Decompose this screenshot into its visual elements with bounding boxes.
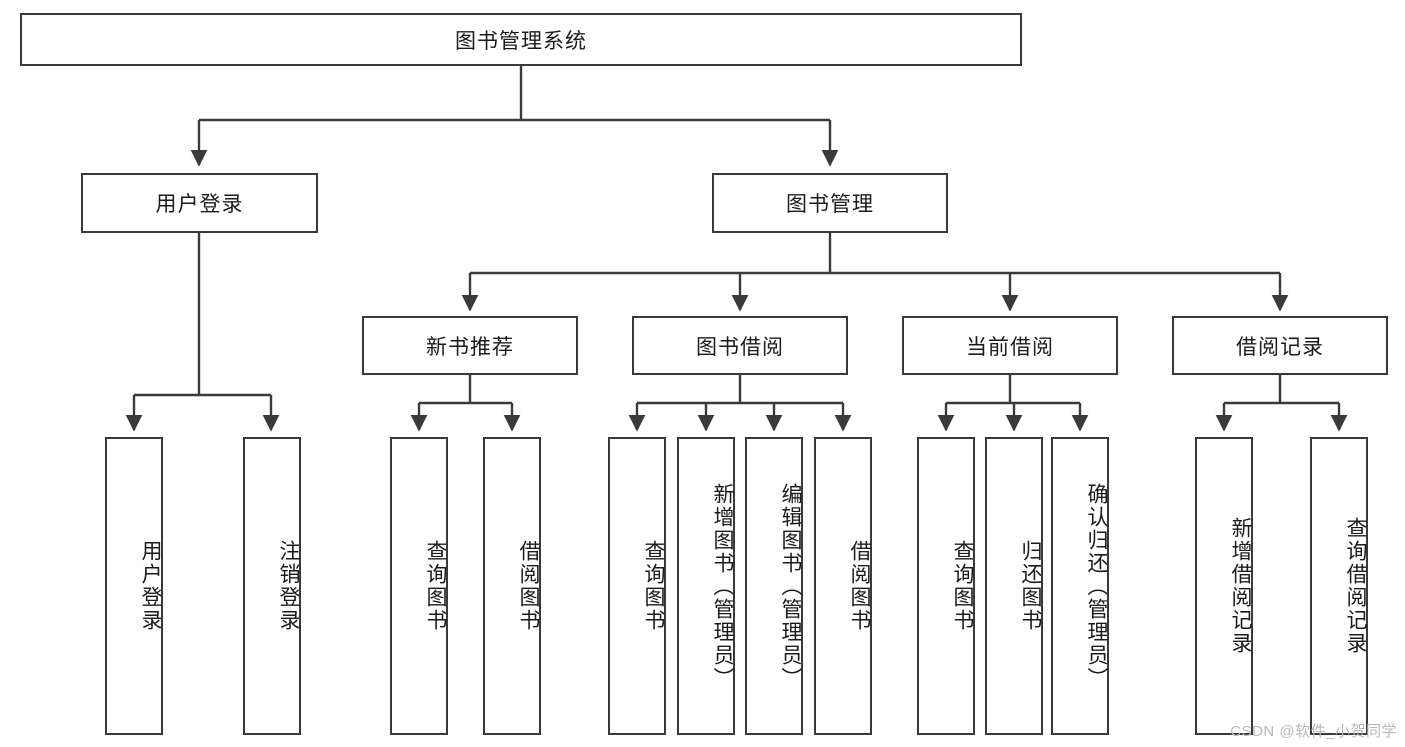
leaf-book-borrow-add-book-admin[interactable]: 新增图书（管理员） bbox=[677, 437, 735, 735]
leaf-current-borrow-return-book[interactable]: 归还图书 bbox=[985, 437, 1043, 735]
leaf-borrow-record-add-record[interactable]: 新增借阅记录 bbox=[1195, 437, 1253, 735]
leaf-book-borrow-edit-book-admin[interactable]: 编辑图书（管理员） bbox=[745, 437, 803, 735]
leaf-borrow-record-query-record[interactable]: 查询借阅记录 bbox=[1310, 437, 1368, 735]
leaf-user-login-logout[interactable]: 注销登录 bbox=[243, 437, 301, 735]
leaf-new-book-query-book[interactable]: 查询图书 bbox=[390, 437, 448, 735]
leaf-new-book-borrow-book[interactable]: 借阅图书 bbox=[483, 437, 541, 735]
leaf-book-borrow-borrow-book[interactable]: 借阅图书 bbox=[814, 437, 872, 735]
node-user-login[interactable]: 用户登录 bbox=[81, 173, 318, 233]
leaf-book-borrow-query-book[interactable]: 查询图书 bbox=[608, 437, 666, 735]
leaf-user-login-login[interactable]: 用户登录 bbox=[105, 437, 163, 735]
node-new-book-recommend[interactable]: 新书推荐 bbox=[362, 316, 578, 375]
node-root-title[interactable]: 图书管理系统 bbox=[20, 13, 1022, 66]
leaf-current-borrow-confirm-return-admin[interactable]: 确认归还（管理员） bbox=[1051, 437, 1109, 735]
leaf-current-borrow-query-book[interactable]: 查询图书 bbox=[917, 437, 975, 735]
node-current-borrow[interactable]: 当前借阅 bbox=[902, 316, 1118, 375]
node-book-manage[interactable]: 图书管理 bbox=[712, 173, 948, 233]
node-book-borrow[interactable]: 图书借阅 bbox=[632, 316, 848, 375]
node-borrow-record[interactable]: 借阅记录 bbox=[1172, 316, 1388, 375]
